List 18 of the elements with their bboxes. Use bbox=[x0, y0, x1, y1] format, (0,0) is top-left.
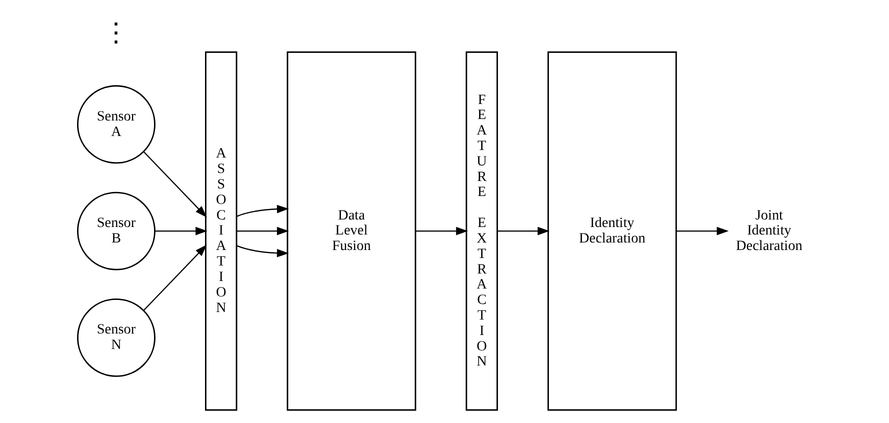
arrow bbox=[236, 245, 289, 258]
arrow bbox=[237, 226, 289, 236]
node-circle: Sensor A bbox=[77, 85, 156, 164]
arrow bbox=[155, 226, 208, 236]
node-box: FEATURE EXTRACTION bbox=[466, 51, 498, 411]
node-box: Identity Declaration bbox=[547, 51, 677, 411]
arrow bbox=[143, 244, 207, 311]
node-text: Joint Identity Declaration bbox=[736, 207, 802, 254]
node-box: Data Level Fusion bbox=[286, 51, 416, 411]
arrow bbox=[676, 226, 729, 236]
node-circle: Sensor B bbox=[77, 192, 156, 270]
arrow bbox=[236, 204, 289, 217]
arrow bbox=[498, 226, 550, 236]
node-box: ASSOCIATION bbox=[205, 51, 238, 411]
node-circle: Sensor N bbox=[77, 298, 156, 377]
label: ⋮ bbox=[103, 18, 130, 47]
arrow bbox=[416, 226, 468, 236]
arrow bbox=[143, 151, 207, 218]
